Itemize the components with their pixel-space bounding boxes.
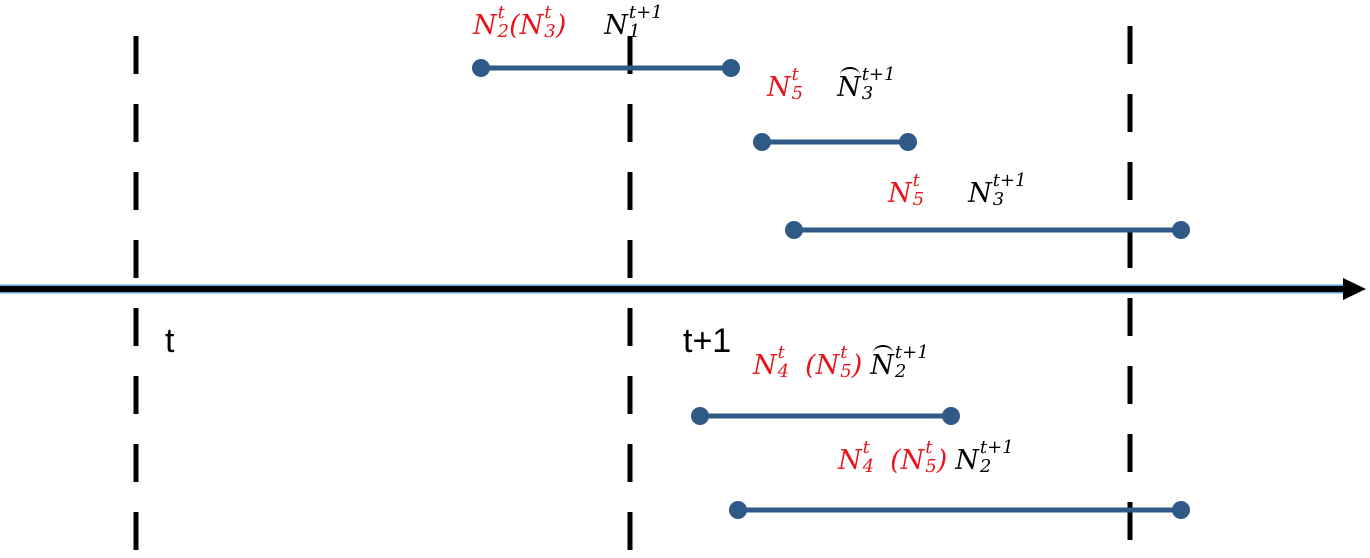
interval-2-start-point — [753, 133, 771, 151]
interval-5-end-point — [1172, 501, 1190, 519]
tick-label-t-plus-1: t+1 — [683, 322, 732, 360]
interval-4-start-point — [691, 407, 709, 425]
interval-1-start-point — [472, 59, 490, 77]
interval-5-start-point — [729, 501, 747, 519]
interval-2-end-point — [899, 133, 917, 151]
interval-3-start-point — [785, 221, 803, 239]
tick-label-t: t — [165, 322, 175, 360]
intervals-group — [472, 59, 1190, 519]
time-axis-arrowhead — [1343, 278, 1366, 300]
interval-4-end-point — [942, 407, 960, 425]
interval-1-end-point — [722, 59, 740, 77]
interval-3-end-point — [1172, 221, 1190, 239]
